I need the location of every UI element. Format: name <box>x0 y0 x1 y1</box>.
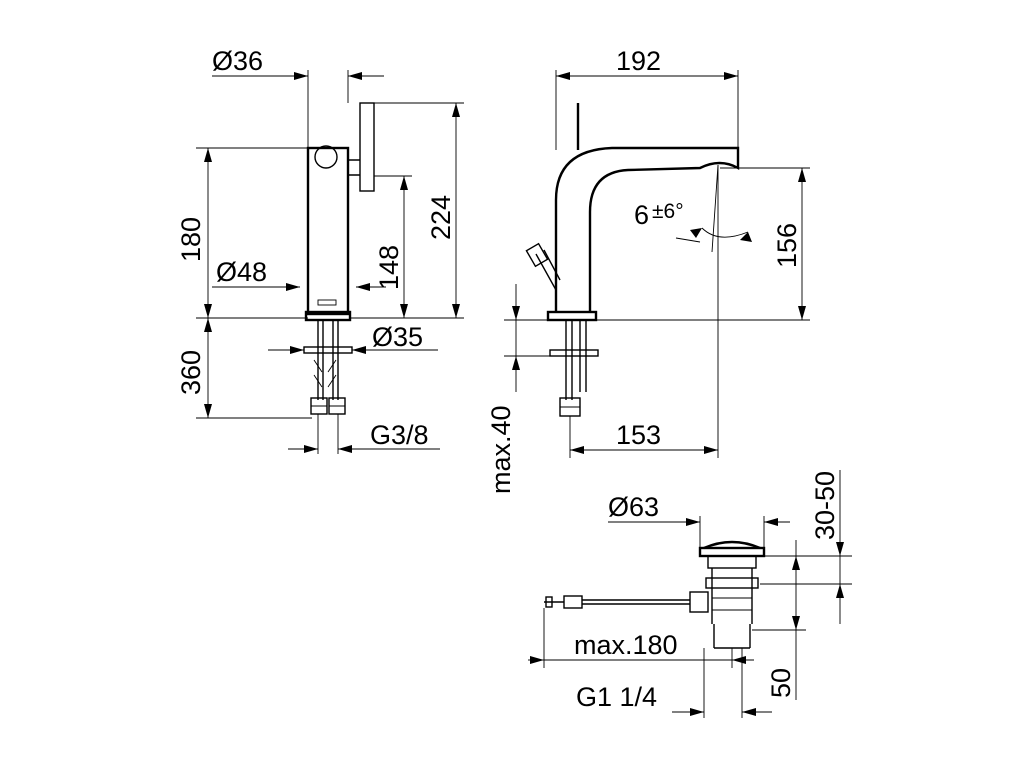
handle-pivot <box>314 145 338 169</box>
base-plate <box>304 310 352 322</box>
dim-d63: Ø63 <box>608 492 659 522</box>
dim-h156: 156 <box>772 223 802 268</box>
dim-angle-tol: ±6° <box>652 200 684 223</box>
front-view: Ø36 Ø48 Ø35 G3/8 180 360 148 <box>176 46 464 454</box>
faucet-body-front <box>306 146 350 316</box>
side-view: 192 6 ±6° 156 max.40 153 <box>486 46 810 494</box>
dim-h224: 224 <box>426 195 456 240</box>
dim-h180: 180 <box>176 217 206 262</box>
dim-angle-base: 6 <box>634 200 649 230</box>
dim-w192: 192 <box>616 46 661 76</box>
dim-w153: 153 <box>616 420 661 450</box>
fixing-nut <box>303 346 353 354</box>
dim-d48: Ø48 <box>216 257 267 287</box>
dim-g114: G1 1/4 <box>576 682 657 712</box>
dim-g38: G3/8 <box>370 420 429 450</box>
dim-max180: max.180 <box>574 630 678 660</box>
lever-front <box>359 102 375 192</box>
dim-max40: max.40 <box>486 405 516 494</box>
pop-up-waste: Ø63 30-50 50 max.180 G1 1/4 <box>528 470 852 718</box>
dim-h148: 148 <box>374 245 404 290</box>
dim-30-50: 30-50 <box>810 471 840 540</box>
dim-h360: 360 <box>176 350 206 395</box>
dim-h50: 50 <box>766 668 796 698</box>
dim-d36: Ø36 <box>212 46 263 76</box>
spout-profile <box>554 146 740 312</box>
waste-flange <box>698 546 766 558</box>
dim-d35: Ø35 <box>372 322 423 352</box>
